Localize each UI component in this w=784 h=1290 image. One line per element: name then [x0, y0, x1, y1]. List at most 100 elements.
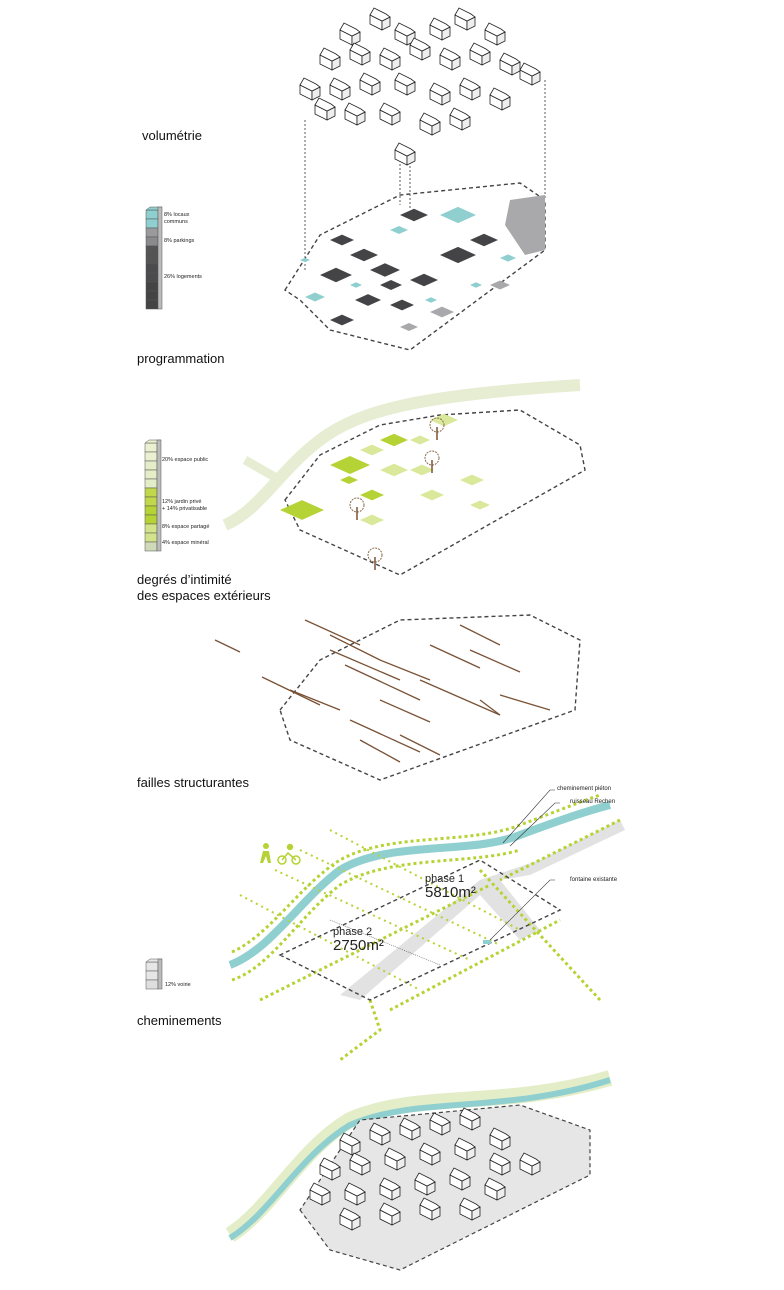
- communal-block: [305, 292, 325, 302]
- ruisseau-rechen: [228, 801, 611, 969]
- communal-block: [350, 282, 362, 288]
- cheminements-legend-column: [145, 958, 163, 990]
- phase-1-title: phase 1: [425, 873, 465, 885]
- legend-cell: [144, 514, 158, 525]
- house-icon: [459, 1197, 481, 1221]
- house-icon: [339, 1207, 361, 1231]
- house-icon: [409, 37, 431, 61]
- house-icon: [314, 97, 336, 121]
- housing-block: [320, 267, 352, 283]
- failles-plan: [214, 614, 581, 781]
- housing-block: [400, 208, 428, 222]
- legend-cell: [144, 505, 158, 516]
- housing-block: [390, 299, 414, 311]
- faille-line: [399, 734, 441, 756]
- house-icon: [369, 7, 391, 31]
- house-icon: [484, 22, 506, 46]
- house-icon: [319, 1157, 341, 1181]
- legend-cell: [145, 209, 159, 220]
- faille-line: [479, 699, 501, 716]
- faille-line: [344, 664, 421, 701]
- house-icon: [414, 1172, 436, 1196]
- legend-cell: [144, 496, 158, 507]
- section-title-intimite-1: degrés d’intimité: [137, 572, 232, 587]
- faille-line: [419, 679, 501, 716]
- house-icon: [449, 1167, 471, 1191]
- house-icon: [339, 22, 361, 46]
- annotation-fontaine: fontaine existante: [570, 877, 618, 883]
- legend-voirie: 12% voirie: [165, 982, 191, 988]
- house-icon: [344, 102, 366, 126]
- section-title-volumetrie: volumétrie: [142, 128, 202, 143]
- legend-jardin-2: + 14% privatisable: [162, 506, 208, 512]
- faille-line: [499, 694, 551, 711]
- house-icon: [319, 47, 341, 71]
- legend-cell: [144, 487, 158, 498]
- communal-block: [440, 206, 476, 224]
- faille-line: [469, 649, 521, 673]
- house-icon: [499, 52, 521, 76]
- section-title-failles: failles structurantes: [137, 775, 249, 790]
- house-icon: [379, 1202, 401, 1226]
- private-garden: [340, 475, 358, 485]
- house-icon: [419, 112, 441, 136]
- housing-block: [380, 280, 402, 290]
- house-icon: [349, 1152, 371, 1176]
- faille-line: [429, 644, 481, 669]
- housing-block: [330, 314, 354, 326]
- faille-line: [359, 739, 401, 763]
- house-icon: [429, 82, 451, 106]
- legend-cell: [145, 281, 159, 292]
- annotation-pieton: cheminement piéton: [557, 786, 612, 792]
- legend-cell: [144, 451, 158, 462]
- house-icon: [454, 7, 476, 31]
- faille-line: [214, 639, 241, 653]
- house-icon: [309, 1182, 331, 1206]
- legend-cell: [144, 460, 158, 471]
- shared-space: [360, 444, 384, 456]
- house-icon: [489, 87, 511, 111]
- final-composite: [225, 1070, 613, 1271]
- house-icon: [369, 1122, 391, 1146]
- legend-cell: [144, 478, 158, 489]
- house-icon: [394, 22, 416, 46]
- phase-1-area: 5810m²: [425, 884, 476, 901]
- house-icon: [394, 142, 416, 166]
- house-icon: [454, 1137, 476, 1161]
- phase-2-title: phase 2: [333, 926, 373, 938]
- tree-icon: [429, 417, 445, 440]
- house-icon: [489, 1152, 511, 1176]
- legend-jardin-1: 12% jardin privé: [162, 499, 202, 505]
- shared-space: [460, 474, 484, 486]
- house-icon: [349, 42, 371, 66]
- faille-line: [329, 634, 381, 661]
- bicycle-icon: [277, 843, 301, 865]
- house-icon: [379, 1177, 401, 1201]
- section-title-cheminements: cheminements: [137, 1013, 222, 1028]
- communal-block: [500, 254, 516, 262]
- housing-block: [470, 233, 498, 247]
- tree-icon: [367, 547, 383, 570]
- legend-cell: [144, 541, 158, 552]
- legend-cell: [145, 236, 159, 247]
- faille-line: [379, 659, 431, 681]
- section-title-programmation: programmation: [137, 351, 225, 366]
- communal-block: [425, 297, 437, 303]
- housing-block: [410, 273, 438, 287]
- private-garden: [280, 500, 324, 520]
- house-icon: [339, 1132, 361, 1156]
- legend-cell: [145, 272, 159, 283]
- house-icon: [459, 1107, 481, 1131]
- house-icon: [419, 1197, 441, 1221]
- house-icon: [489, 1127, 511, 1151]
- parking-block: [430, 306, 454, 318]
- housing-block: [370, 263, 400, 277]
- house-icon: [394, 72, 416, 96]
- house-icon: [519, 62, 541, 86]
- communal-block: [470, 282, 482, 288]
- house-icon: [399, 1117, 421, 1141]
- shared-space: [410, 435, 430, 445]
- legend-cell: [145, 299, 159, 310]
